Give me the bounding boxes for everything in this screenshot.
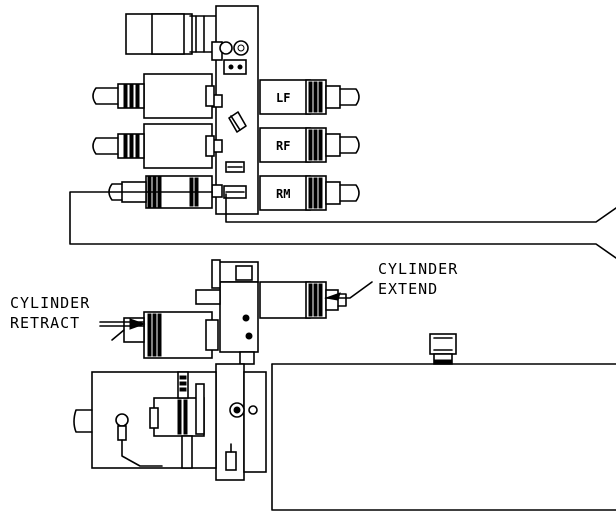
valve-rf: RF xyxy=(259,127,360,163)
left-solenoid-valve-2 xyxy=(92,123,215,169)
retract-solenoid xyxy=(111,311,219,359)
top-view-assembly: LF RF RM xyxy=(69,5,616,259)
extend-callout-line1: CYLINDER xyxy=(378,260,458,278)
extend-solenoid xyxy=(259,281,347,319)
side-lower-manifold xyxy=(215,363,267,481)
top-valve-manifold xyxy=(211,5,259,215)
side-view-assembly xyxy=(73,259,616,511)
extend-callout-line2: EXTEND xyxy=(378,280,438,298)
retract-callout-line2: RETRACT xyxy=(10,314,80,332)
left-solenoid-valve-1 xyxy=(92,73,215,119)
hydraulic-tank xyxy=(271,333,616,511)
valve-label-rf: RF xyxy=(276,139,290,153)
valve-label-rm: RM xyxy=(276,187,290,201)
top-motor-housing xyxy=(125,13,217,55)
side-motor xyxy=(73,371,217,469)
side-upper-manifold xyxy=(195,259,259,365)
retract-callout-line1: CYLINDER xyxy=(10,294,90,312)
top-frame-outline xyxy=(69,191,616,259)
valve-lf: LF xyxy=(259,79,360,115)
retract-callout-leader xyxy=(99,318,146,330)
valve-rm: RM xyxy=(259,175,360,211)
valve-label-lf: LF xyxy=(276,91,290,105)
extend-callout-leader xyxy=(324,281,373,301)
